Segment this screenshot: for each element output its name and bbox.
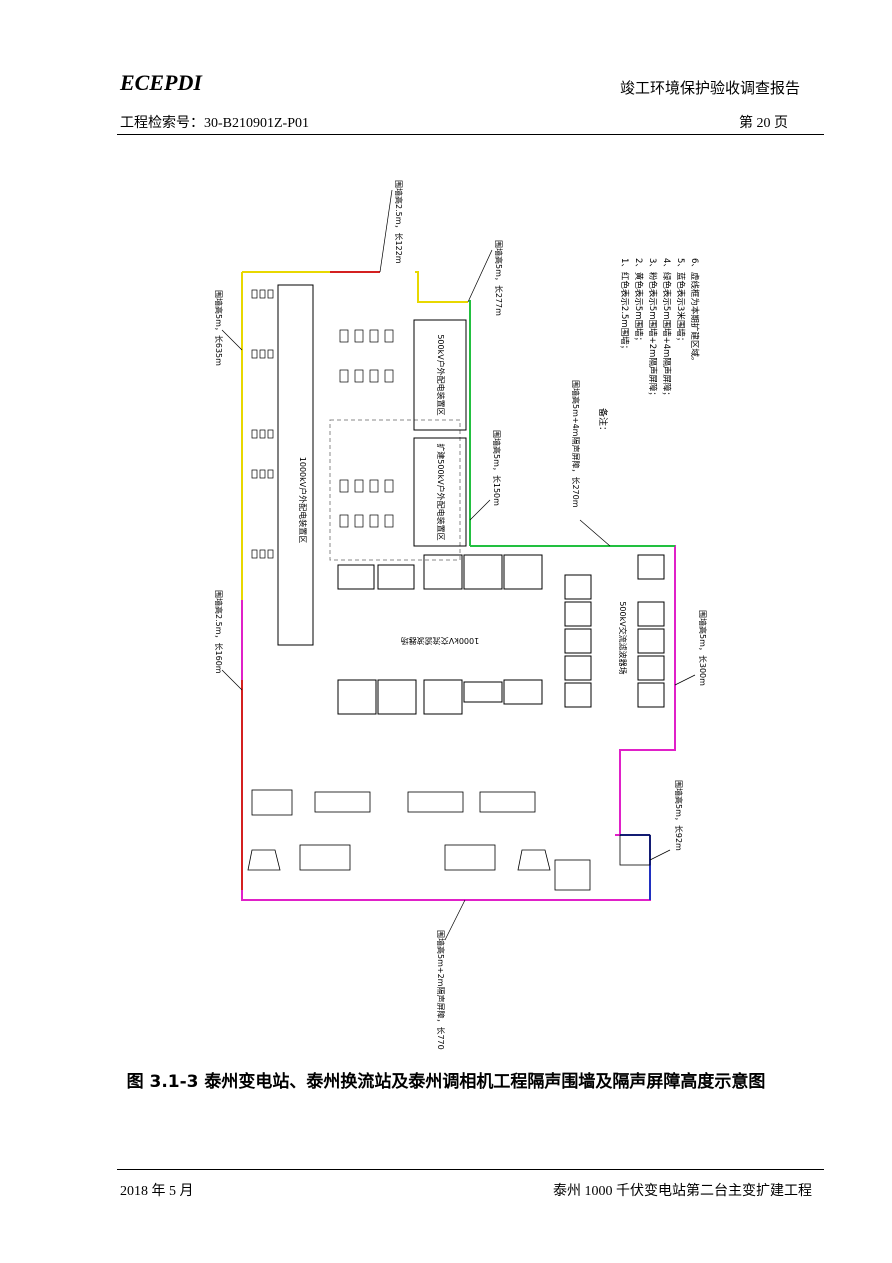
dc500-ext-area (413, 437, 467, 547)
footer-date: 2018 年 5 月 (120, 1184, 194, 1199)
ac1000-filter-label: 1000kV交流滤波器场 (401, 636, 479, 646)
company-logo: ECEPDI (120, 70, 202, 95)
wall-label-right-bottom: 围墙高5m，长92m (674, 780, 684, 851)
note-5: 5、蓝色表示3米围墙； (675, 258, 686, 345)
wall-label-mid-right: 围墙高5m，长150m (492, 430, 502, 506)
page-number: 第 20 页 (739, 116, 788, 131)
wall-label-top-right: 围墙高5m，长277m (494, 240, 504, 316)
legend-notes: 备注： 1、红色表示2.5m围墙； 2、黄色表示5m围墙； 3、粉色表示5m围墙… (597, 258, 700, 435)
wall-label-right-screen: 围墙高5m+4m隔声屏障，长270m (571, 380, 581, 508)
pink-wall-segment (241, 545, 676, 901)
wall-label-top-left: 围墙高5m，长635m (214, 290, 224, 366)
ac1000-filter-blocks (337, 554, 543, 715)
wall-label-left-mid: 围墙高2.5m，长160m (214, 590, 224, 674)
figure-caption: 图 3.1-3 泰州变电站、泰州换流站及泰州调相机工程隔声围墙及隔声屏障高度示意… (126, 1072, 766, 1092)
dc500-outdoor-area (413, 319, 467, 431)
note-6: 6、虚线框为本期扩建区域。 (689, 258, 700, 365)
note-2: 2、黄色表示5m围墙； (633, 258, 644, 345)
expansion-area-frame (329, 419, 461, 561)
ac1000-outdoor-label: 1000kV户外配电装置区 (298, 457, 308, 543)
notes-heading: 备注： (597, 408, 609, 435)
red-wall-segment (241, 271, 380, 890)
dc500-outdoor-label: 500kV户外配电装置区 (436, 334, 446, 415)
filter-yard-label: 500kV交流滤波器场 (618, 601, 628, 674)
note-3: 3、粉色表示5m围墙+2m隔声屏障； (647, 258, 658, 400)
wall-label-bottom: 围墙高5m+2m隔声屏障，长770m (436, 930, 446, 1050)
wall-label-right-lower: 围墙高5m，长300m (698, 610, 708, 686)
header-rule (117, 134, 824, 135)
filter-yard-blocks (564, 554, 665, 708)
site-layout-diagram: 1000kV户外配电装置区 500kV户外配电装置区 扩建500kV户外配电装置… (214, 180, 708, 1050)
footer-project: 泰州 1000 千伏变电站第二台主变扩建工程 (553, 1184, 812, 1199)
dc500-ext-label: 扩建500kV户外配电装置区 (436, 443, 446, 540)
green-wall-segment (469, 300, 675, 547)
report-title: 竣工环境保护验收调查报告 (619, 81, 800, 97)
wall-label-top-short: 围墙高2.5m，长122m (394, 180, 404, 264)
ac1000-outdoor-area (277, 284, 314, 646)
equipment-column-a (251, 289, 274, 559)
yellow-wall-segment (241, 271, 468, 600)
note-1: 1、红色表示2.5m围墙； (619, 258, 630, 353)
note-4: 4、绿色表示5m围墙+4m隔声屏障； (661, 258, 672, 400)
project-code: 工程检索号：30-B210901Z-P01 (120, 116, 309, 131)
footer-rule (117, 1169, 824, 1170)
